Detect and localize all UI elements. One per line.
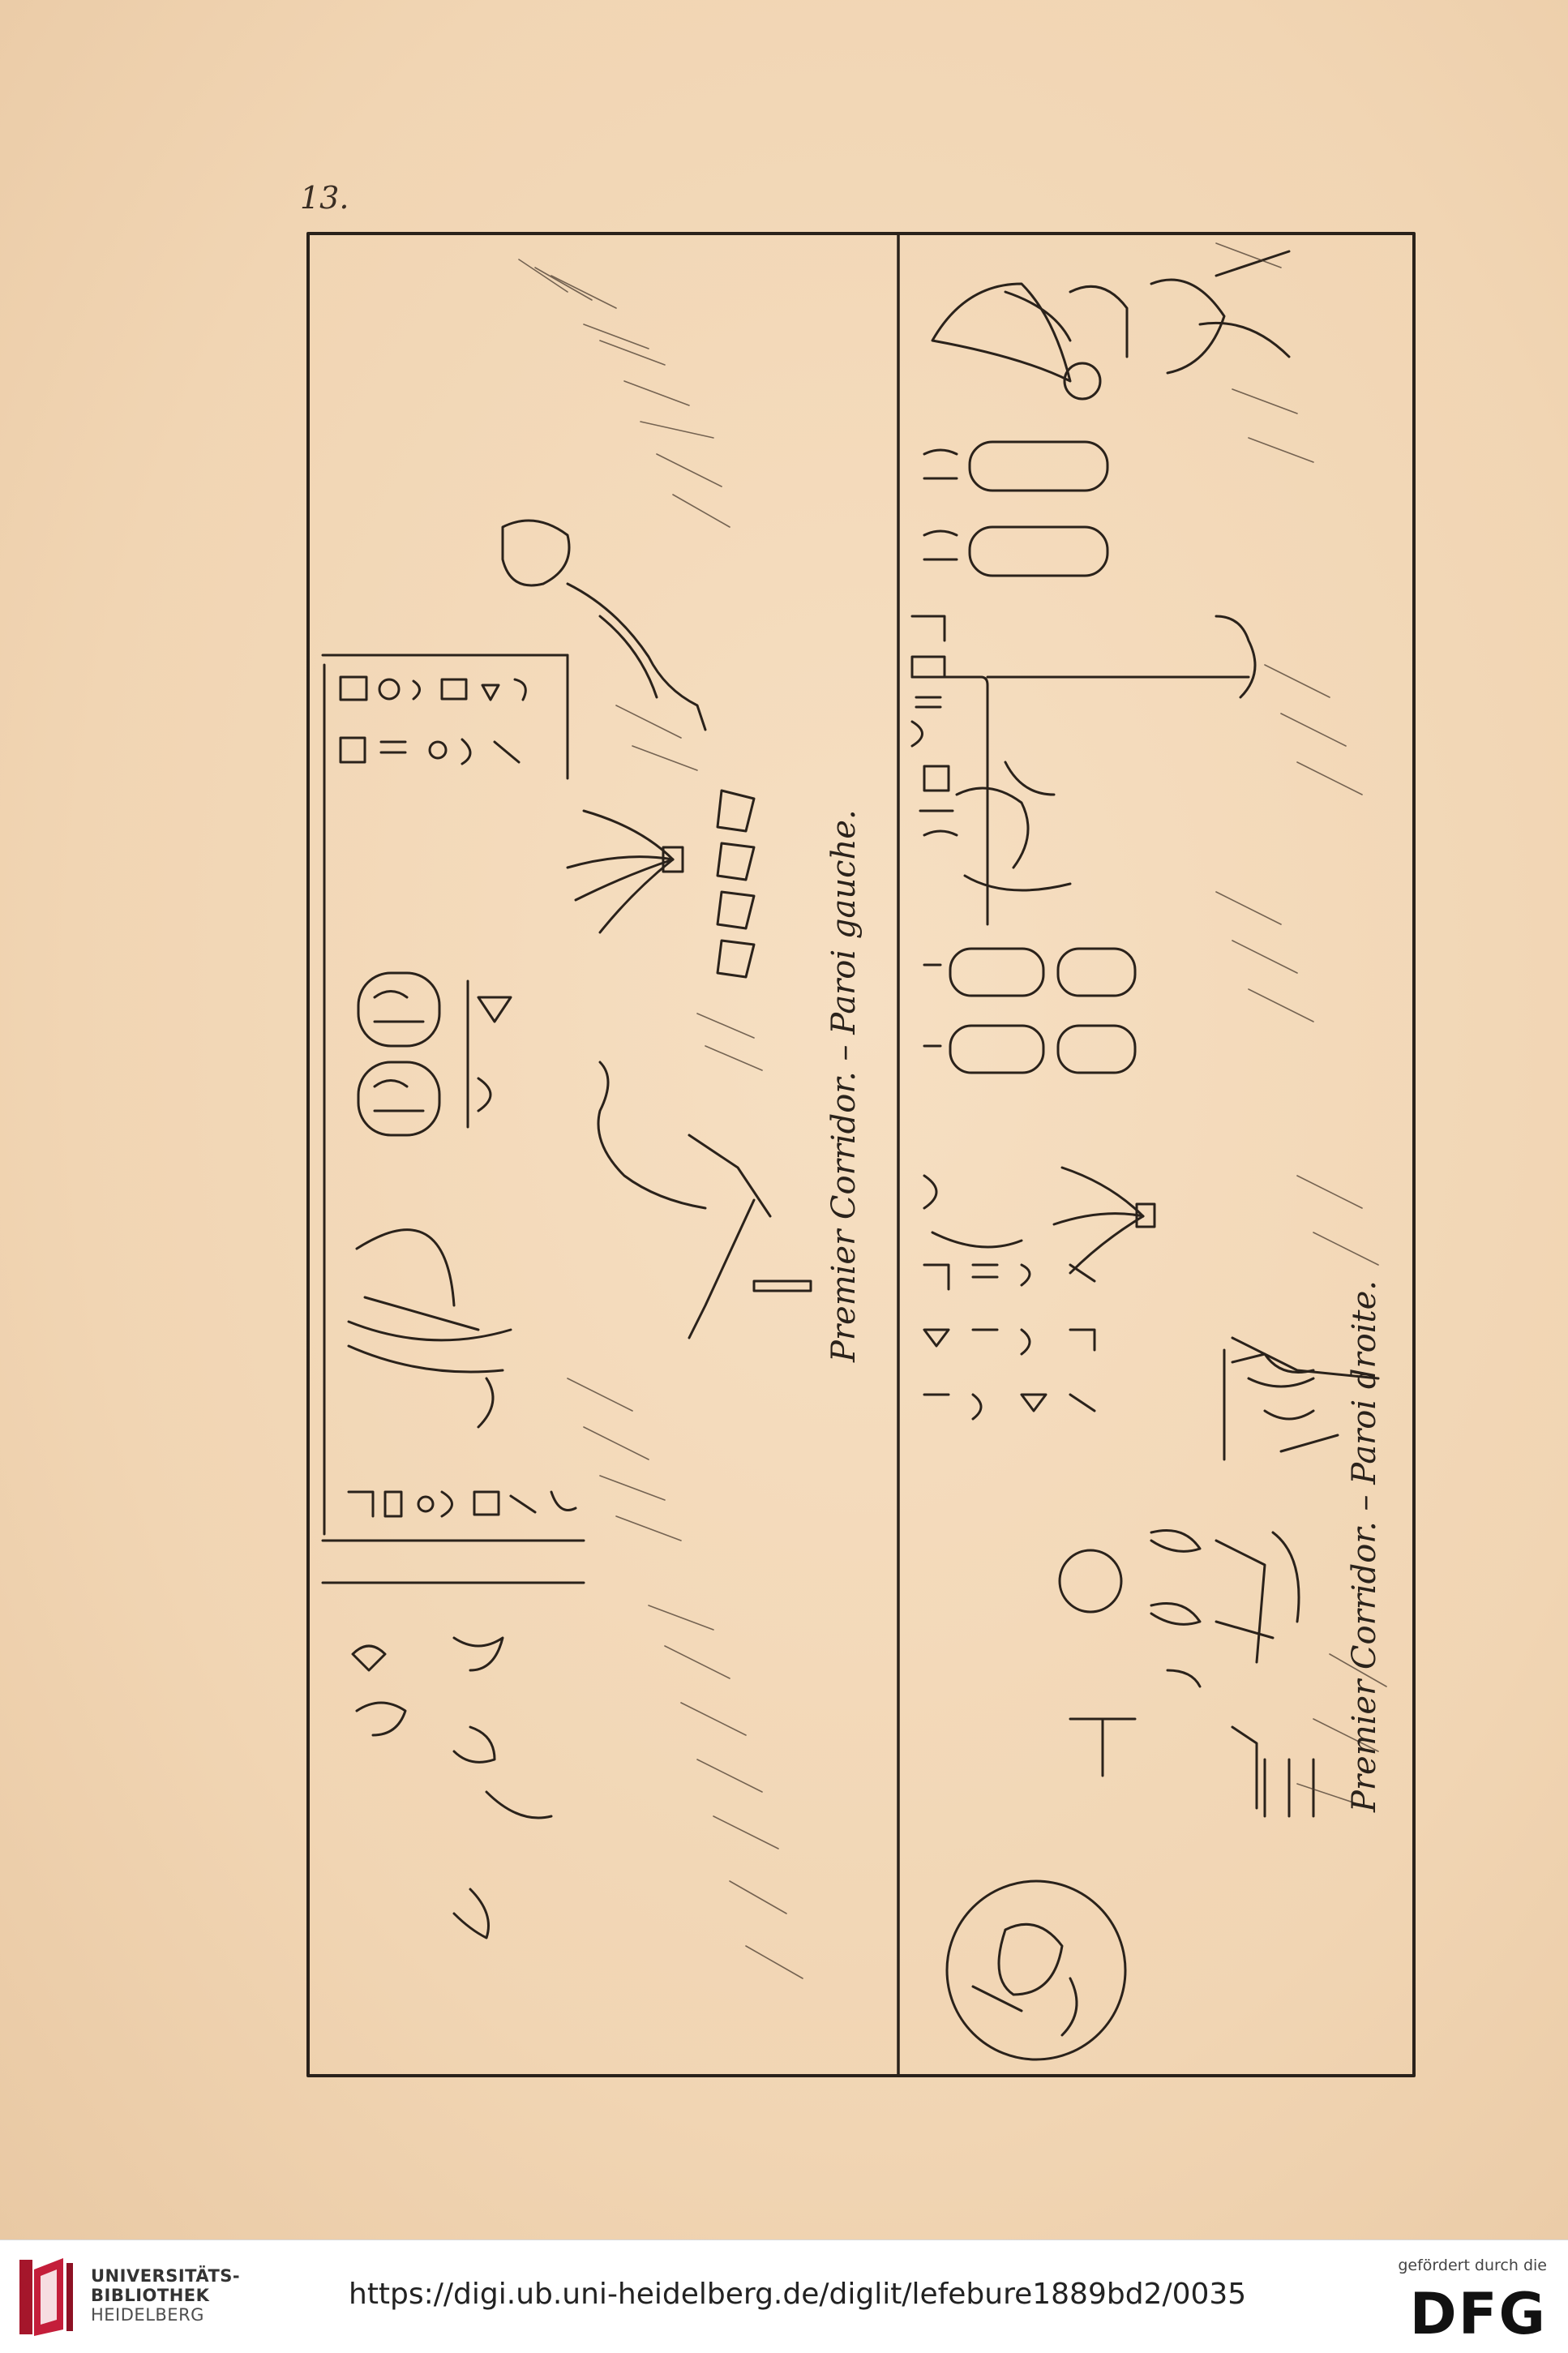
footer-bar: UNIVERSITÄTS- BIBLIOTHEK HEIDELBERG http… — [0, 2239, 1568, 2353]
caption-right-wall: Premier Corridor. – Paroi droite. — [1346, 1280, 1383, 1812]
dfg-logo[interactable]: DFG — [1409, 2281, 1547, 2347]
left-lotus-plants — [566, 789, 756, 979]
scanned-page — [0, 0, 1568, 2239]
caption-left-wall: Premier Corridor. – Paroi gauche. — [825, 809, 863, 1362]
library-logo-icon[interactable] — [16, 2255, 86, 2339]
page-number: 13. — [300, 180, 349, 216]
funding-label: gefördert durch die — [1398, 2257, 1547, 2274]
right-hieroglyph-column-1 — [910, 615, 958, 837]
library-name-line-1: UNIVERSITÄTS- — [91, 2266, 241, 2286]
left-hieroglyph-column-1 — [339, 675, 527, 765]
library-name-line-2: BIBLIOTHEK — [91, 2286, 210, 2305]
permalink-url[interactable]: https://digi.ub.uni-heidelberg.de/diglit… — [349, 2278, 1247, 2311]
right-hieroglyph-block — [923, 1263, 1096, 1421]
library-name[interactable]: UNIVERSITÄTS- BIBLIOTHEK HEIDELBERG — [91, 2266, 240, 2325]
hieroglyph-plate-drawing — [306, 232, 1416, 2077]
left-hieroglyph-row-2 — [347, 1490, 577, 1518]
library-name-line-3: HEIDELBERG — [91, 2305, 204, 2325]
